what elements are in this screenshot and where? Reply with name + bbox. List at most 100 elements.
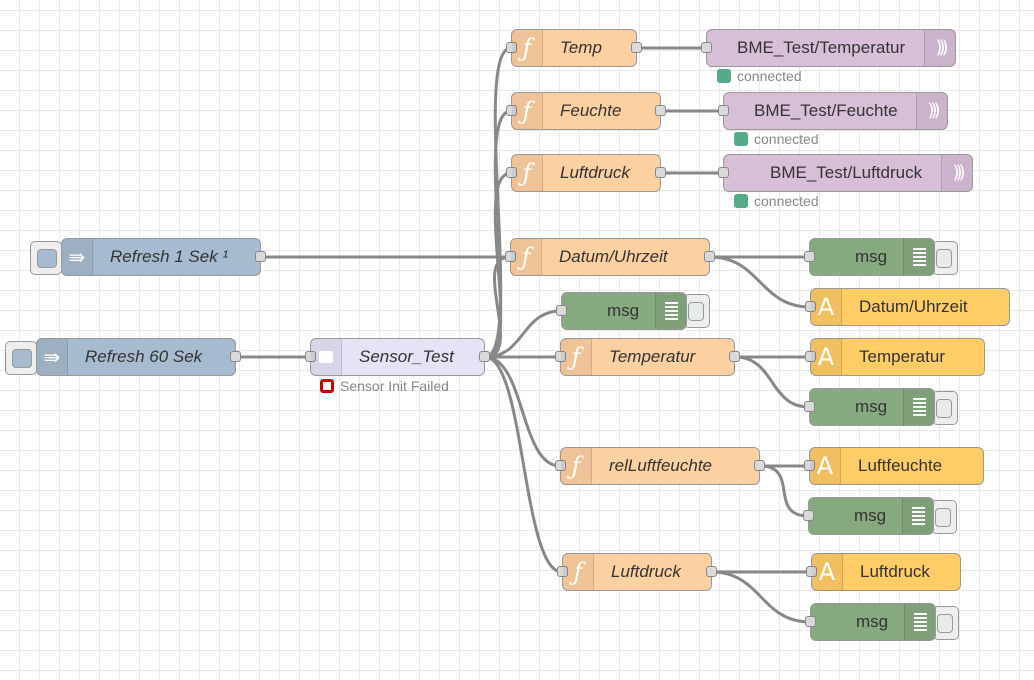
input-port[interactable] — [804, 251, 815, 262]
output-port[interactable] — [655, 105, 666, 116]
status-dot-icon — [320, 379, 334, 393]
input-port[interactable] — [718, 105, 729, 116]
button-face — [12, 349, 32, 368]
mqtt-wave-icon: ))) — [916, 93, 947, 129]
button-face — [688, 302, 704, 321]
output-port[interactable] — [479, 351, 490, 362]
input-port[interactable] — [803, 510, 814, 521]
mqtt-wave-icon: ))) — [941, 155, 972, 191]
input-port[interactable] — [701, 42, 712, 53]
output-port[interactable] — [655, 167, 666, 178]
wire[interactable] — [709, 255, 811, 309]
input-port[interactable] — [806, 566, 817, 577]
function-node-luftdruck-top[interactable]: ƒ Luftdruck — [506, 154, 666, 192]
debug-node-luftfeuchte[interactable]: msg — [803, 497, 934, 535]
debug-toggle-button[interactable] — [933, 606, 959, 640]
debug-node-luftdruck[interactable]: msg — [805, 603, 936, 641]
output-port[interactable] — [255, 251, 266, 262]
node-label: msg — [854, 506, 887, 525]
wire[interactable] — [484, 355, 561, 468]
wire[interactable] — [734, 355, 810, 409]
node-label: Refresh 1 Sek ¹ — [110, 247, 229, 266]
output-port[interactable] — [729, 351, 740, 362]
button-face — [937, 614, 953, 633]
mqtt-out-node-feuchte[interactable]: BME_Test/Feuchte ))) — [718, 92, 948, 130]
node-label: Luftfeuchte — [858, 456, 943, 475]
text-a-icon: A — [812, 554, 843, 590]
debug-node-sensor[interactable]: msg — [556, 292, 687, 330]
status-text: connected — [754, 131, 819, 147]
wire[interactable] — [484, 255, 511, 359]
ui-text-node-luftfeuchte[interactable]: A Luftfeuchte — [804, 447, 984, 485]
wire[interactable] — [484, 355, 563, 574]
inject-trigger-button[interactable] — [30, 241, 62, 275]
function-node-temperatur[interactable]: ƒ Temperatur — [555, 338, 740, 376]
function-node-temp[interactable]: ƒ Temp — [506, 29, 642, 67]
node-label: Feuchte — [560, 101, 622, 120]
output-port[interactable] — [704, 251, 715, 262]
debug-toggle-button[interactable] — [932, 241, 958, 275]
inject-trigger-button[interactable] — [5, 341, 37, 375]
debug-node-datum[interactable]: msg — [804, 238, 935, 276]
ui-text-node-luftdruck[interactable]: A Luftdruck — [806, 553, 961, 591]
function-node-luftdruck-bottom[interactable]: ƒ Luftdruck — [557, 553, 717, 591]
output-port[interactable] — [631, 42, 642, 53]
status-dot-icon — [717, 69, 731, 83]
status-text: connected — [737, 68, 802, 84]
text-a-icon: A — [811, 289, 842, 325]
input-port[interactable] — [557, 566, 568, 577]
wire[interactable] — [759, 464, 809, 518]
function-node-datum-uhrzeit[interactable]: ƒ Datum/Uhrzeit — [505, 238, 715, 276]
ui-text-node-datum-uhrzeit[interactable]: A Datum/Uhrzeit — [805, 288, 1010, 326]
output-port[interactable] — [706, 566, 717, 577]
input-port[interactable] — [556, 305, 567, 316]
function-node-feuchte[interactable]: ƒ Feuchte — [506, 92, 666, 130]
sensor-node-sensor-test[interactable]: Sensor_Test — [305, 338, 490, 376]
node-label: Luftdruck — [860, 562, 930, 581]
wire[interactable] — [484, 109, 512, 359]
input-port[interactable] — [555, 460, 566, 471]
wire[interactable] — [484, 46, 512, 359]
function-node-relluftfeuchte[interactable]: ƒ relLuftfeuchte — [555, 447, 765, 485]
input-port[interactable] — [305, 351, 316, 362]
input-port[interactable] — [555, 351, 566, 362]
input-port[interactable] — [506, 105, 517, 116]
wire[interactable] — [711, 570, 811, 624]
input-port[interactable] — [805, 616, 816, 627]
debug-toggle-button[interactable] — [684, 294, 710, 328]
wire[interactable] — [484, 171, 512, 359]
function-icon: ƒ — [561, 339, 592, 375]
ui-text-node-temperatur[interactable]: A Temperatur — [805, 338, 985, 376]
inject-node-refresh-1s[interactable]: ⇛ Refresh 1 Sek ¹ — [61, 238, 266, 276]
debug-toggle-button[interactable] — [931, 500, 957, 534]
input-port[interactable] — [718, 167, 729, 178]
wire[interactable] — [484, 309, 562, 359]
input-port[interactable] — [805, 351, 816, 362]
text-a-icon: A — [810, 448, 841, 484]
node-label: Luftdruck — [560, 163, 630, 182]
node-label: Temperatur — [609, 347, 696, 366]
node-label: relLuftfeuchte — [609, 456, 713, 475]
input-port[interactable] — [804, 401, 815, 412]
output-port[interactable] — [230, 351, 241, 362]
inject-node-refresh-60s[interactable]: ⇛ Refresh 60 Sek — [36, 338, 241, 376]
input-port[interactable] — [506, 42, 517, 53]
debug-node-temperatur[interactable]: msg — [804, 388, 935, 426]
debug-toggle-button[interactable] — [932, 391, 958, 425]
function-icon: ƒ — [563, 554, 594, 590]
status-error: Sensor Init Failed — [320, 378, 449, 394]
node-label: BME_Test/Feuchte — [754, 101, 898, 120]
input-port[interactable] — [506, 167, 517, 178]
input-port[interactable] — [505, 251, 516, 262]
input-port[interactable] — [804, 460, 815, 471]
node-label: Luftdruck — [611, 562, 681, 581]
node-label: msg — [607, 301, 640, 320]
debug-bars-icon — [904, 604, 935, 640]
node-label: msg — [855, 247, 888, 266]
output-port[interactable] — [754, 460, 765, 471]
status-connected: connected — [734, 193, 819, 209]
input-port[interactable] — [805, 301, 816, 312]
mqtt-out-node-luftdruck[interactable]: BME_Test/Luftdruck ))) — [718, 154, 973, 192]
button-face — [936, 249, 952, 268]
mqtt-out-node-temperatur[interactable]: BME_Test/Temperatur ))) — [701, 29, 956, 67]
